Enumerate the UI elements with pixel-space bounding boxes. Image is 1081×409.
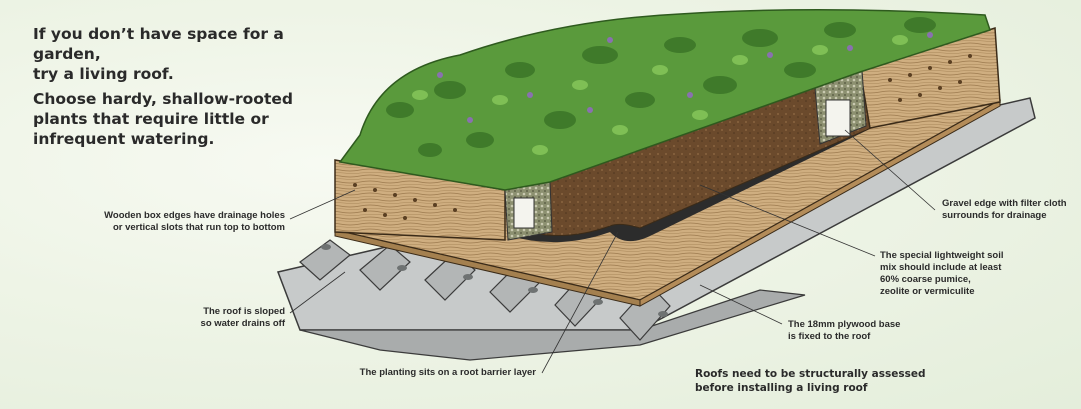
label-assessment-line-1: Roofs need to be structurally assessed — [695, 368, 926, 380]
label-assessment-line-2: before installing a living roof — [695, 382, 868, 394]
label-assessment: Roofs need to be structurally assessed b… — [695, 367, 955, 395]
intro-line-5: infrequent watering. — [33, 130, 215, 148]
plants — [338, 9, 991, 191]
label-roof-sloped: The roof is sloped so water drains off — [120, 306, 285, 330]
intro-text: If you don’t have space for a garden, tr… — [33, 24, 333, 154]
intro-line-4: plants that require little or — [33, 110, 269, 128]
label-gravel-edge-line-1: Gravel edge with filter cloth — [942, 198, 1067, 209]
intro-line-2: try a living roof. — [33, 65, 174, 83]
label-roof-sloped-line-2: so water drains off — [200, 318, 285, 329]
label-soil-mix-line-3: 60% coarse pumice, — [880, 274, 971, 285]
intro-line-3: Choose hardy, shallow-rooted — [33, 90, 293, 108]
label-plywood: The 18mm plywood base is fixed to the ro… — [788, 319, 948, 343]
label-plywood-line-2: is fixed to the roof — [788, 331, 871, 342]
label-gravel-edge-line-2: surrounds for drainage — [942, 210, 1047, 221]
label-roof-sloped-line-1: The roof is sloped — [203, 306, 285, 317]
label-root-barrier: The planting sits on a root barrier laye… — [300, 367, 536, 379]
intro-line-1: If you don’t have space for a garden, — [33, 25, 284, 63]
label-wooden-box-line-1: Wooden box edges have drainage holes — [104, 210, 285, 221]
intro-advice: Choose hardy, shallow-rooted plants that… — [33, 89, 333, 149]
label-soil-mix-line-2: mix should include at least — [880, 262, 1002, 273]
label-wooden-box-line-2: or vertical slots that run top to bottom — [112, 222, 285, 233]
label-root-barrier-line-1: The planting sits on a root barrier laye… — [359, 367, 536, 378]
label-plywood-line-1: The 18mm plywood base — [788, 319, 901, 330]
intro-heading: If you don’t have space for a garden, tr… — [33, 24, 333, 84]
label-soil-mix: The special lightweight soil mix should … — [880, 250, 1060, 298]
label-soil-mix-line-4: zeolite or vermiculite — [880, 286, 975, 297]
label-gravel-edge: Gravel edge with filter cloth surrounds … — [942, 198, 1077, 222]
leader-lines — [289, 129, 936, 374]
gravel-edge — [504, 69, 867, 241]
label-wooden-box: Wooden box edges have drainage holes or … — [60, 210, 285, 234]
label-soil-mix-line-1: The special lightweight soil — [880, 250, 1004, 261]
